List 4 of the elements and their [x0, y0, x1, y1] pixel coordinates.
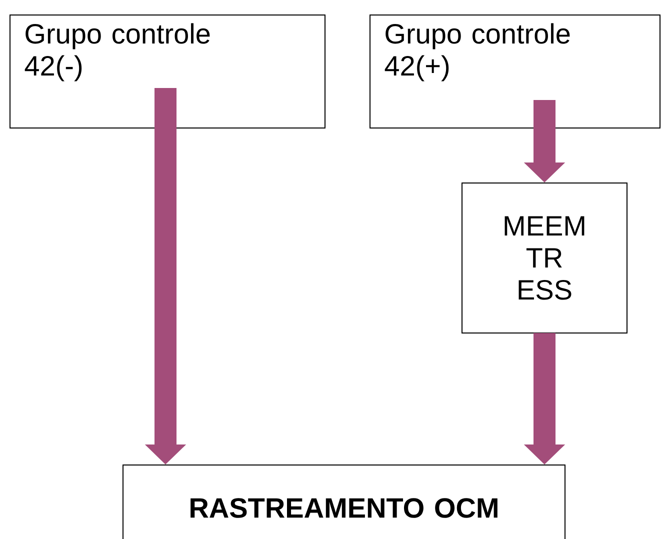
process-box: Grupo controle 42(-): [10, 14, 326, 128]
process-box: Grupo controle 42(+): [370, 14, 660, 128]
process-box: MEEM TR ESS: [462, 182, 628, 334]
process-box: RASTREAMENTO OCM: [122, 464, 566, 539]
